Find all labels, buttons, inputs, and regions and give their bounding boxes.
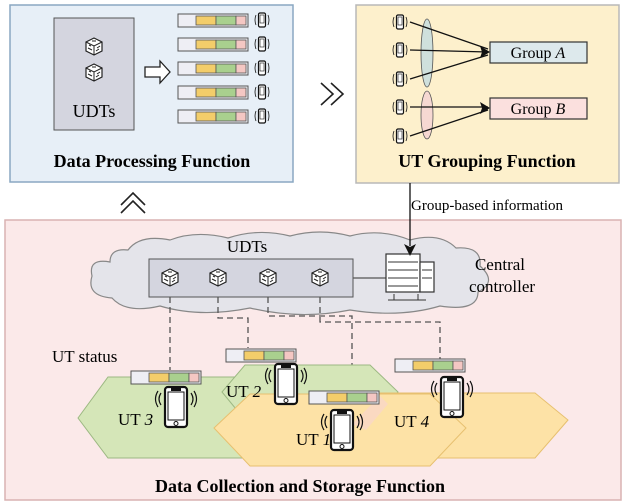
svg-text:UT 3: UT 3 [118, 410, 153, 429]
group-b-letter: B [556, 101, 566, 118]
group-b-box: Group B [489, 97, 588, 120]
svg-text:UT 4: UT 4 [394, 412, 430, 431]
data-processing-panel: UDTs Data Processing Function [9, 4, 294, 183]
hollow-arrow-icon [144, 59, 171, 85]
status-bar [130, 370, 202, 385]
group-a-letter: A [555, 45, 566, 62]
status-bar [177, 61, 249, 76]
udt-cube-icon [85, 37, 103, 56]
udt-cube-icon [85, 63, 103, 82]
grouping-title: UT Grouping Function [398, 151, 575, 171]
double-chevron-up-icon [120, 191, 146, 214]
double-chevron-right-icon [320, 82, 345, 106]
status-bar [177, 85, 249, 100]
controller-label-line2: controller [469, 277, 535, 296]
udt-cube-icon [161, 268, 179, 287]
ut4-prefix: UT [394, 412, 421, 431]
udt-cube-icon [259, 268, 277, 287]
group-a-box: Group A [489, 41, 588, 64]
group-info-label: Group-based information [411, 198, 564, 214]
ut2-number: 2 [253, 382, 262, 401]
ut1-number: 1 [323, 430, 332, 449]
ut2-prefix: UT [226, 382, 253, 401]
udt-cube-icon [209, 268, 227, 287]
controller-label-line1: Central [475, 255, 525, 274]
status-bar [394, 358, 466, 373]
collection-title: Data Collection and Storage Function [155, 476, 445, 496]
status-bar [177, 109, 249, 124]
ut3-number: 3 [144, 410, 154, 429]
udt-cube-icon [311, 268, 329, 287]
processing-title: Data Processing Function [54, 151, 251, 171]
svg-text:Group A: Group A [511, 45, 566, 62]
status-bar [177, 37, 249, 52]
ut4-number: 4 [421, 412, 430, 431]
status-bar [225, 348, 297, 363]
group-info-link: Group-based information [404, 183, 564, 256]
svg-text:UT 2: UT 2 [226, 382, 262, 401]
ut3-prefix: UT [118, 410, 145, 429]
processing-udts-label: UDTs [73, 101, 116, 121]
ut-grouping-panel: Group A Group B UT Grouping Function [355, 4, 620, 184]
data-collection-panel: UDTs Central controller [4, 219, 622, 501]
ut-status-label: UT status [52, 347, 117, 366]
cloud-udts-label: UDTs [227, 237, 267, 256]
status-bar [177, 13, 249, 28]
server-icon [385, 253, 435, 301]
group-b-prefix: Group [511, 101, 556, 118]
ut1-prefix: UT [296, 430, 323, 449]
svg-text:Group B: Group B [511, 101, 566, 118]
svg-text:UT 1: UT 1 [296, 430, 331, 449]
status-bar [308, 390, 380, 405]
group-a-prefix: Group [511, 45, 556, 62]
